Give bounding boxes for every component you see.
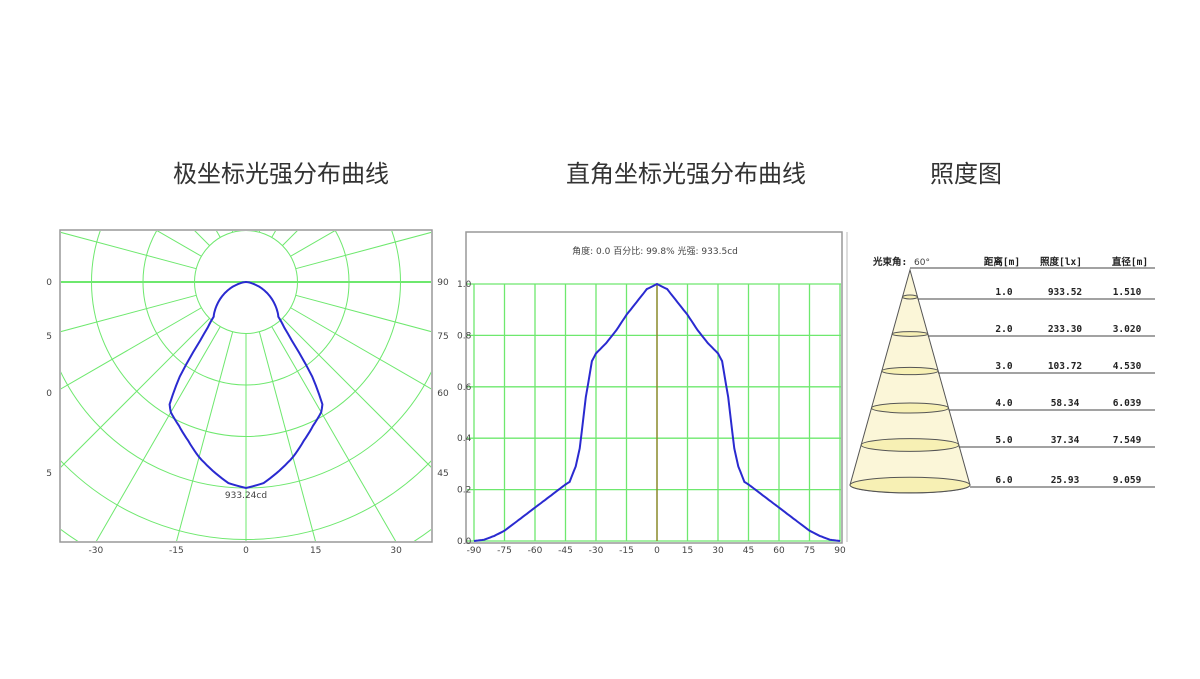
polar-spoke [61,307,202,390]
table-column-header: 距离[m] [984,256,1020,268]
table-cell: 7.549 [1113,435,1142,446]
table-column-header: 照度[lx] [1040,256,1082,268]
cartesian-x-tick: 60 [773,546,785,556]
polar-right-tick: 90 [437,278,449,288]
polar-max-label: 933.24cd [225,491,267,501]
cartesian-x-tick: -15 [619,546,634,556]
table-cell: 4.530 [1113,361,1142,372]
beam-angle-label: 光束角: [872,256,907,268]
polar-spoke [271,231,277,238]
polar-spoke [271,326,397,541]
polar-bottom-tick: 0 [243,546,249,556]
cartesian-y-tick: 0.0 [457,537,472,547]
polar-bottom-tick: 15 [310,546,321,556]
cartesian-x-tick: -75 [497,546,512,556]
polar-left-tick: 5 [46,332,52,342]
cartesian-x-tick: -45 [558,546,573,556]
polar-left-tick: 0 [46,278,52,288]
polar-spoke [95,326,221,541]
polar-spoke [61,318,210,468]
cartesian-x-tick: 75 [804,546,815,556]
polar-spoke [231,231,234,233]
illuminance-ring [901,294,919,300]
cartesian-x-tick: 45 [743,546,754,556]
table-cell: 933.52 [1048,287,1082,298]
polar-left-tick: 0 [46,389,52,399]
polar-spoke [156,231,202,257]
polar-spoke [282,318,431,468]
illuminance-ring [891,331,929,337]
polar-spoke [295,294,431,333]
table-cell: 233.30 [1048,324,1083,335]
cartesian-x-tick: 15 [682,546,693,556]
table-column-header: 直径[m] [1112,256,1148,268]
cartesian-plot-frame [465,231,843,544]
illuminance-ring [849,476,971,494]
cartesian-x-tick: -90 [467,546,482,556]
polar-spoke [215,231,221,238]
table-cell: 5.0 [995,435,1012,446]
table-cell: 58.34 [1051,398,1080,409]
cartesian-y-tick: 0.8 [457,331,472,341]
table-cell: 9.059 [1113,475,1142,486]
table-cell: 1.510 [1113,287,1142,298]
table-cell: 2.0 [995,324,1012,335]
polar-spoke [282,231,298,246]
table-cell: 37.34 [1051,435,1080,446]
polar-spoke [290,231,336,257]
cartesian-y-tick: 0.2 [457,486,471,496]
table-cell: 25.93 [1051,475,1080,486]
polar-left-tick: 5 [46,469,52,479]
light-cone [849,268,971,494]
polar-spoke [176,331,234,541]
polar-spoke [295,231,431,270]
cartesian-y-tick: 1.0 [457,280,472,290]
polar-spoke [61,294,197,333]
illuminance-ring [870,402,950,414]
table-cell: 103.72 [1048,361,1082,372]
table-cell: 3.0 [995,361,1012,372]
polar-bottom-tick: 30 [390,546,402,556]
cartesian-y-tick: 0.6 [457,383,472,393]
polar-spoke [258,331,316,541]
illuminance-divider [846,232,848,542]
polar-right-tick: 60 [437,389,449,399]
cartesian-x-tick: 90 [834,546,846,556]
cartesian-header: 角度: 0.0 百分比: 99.8% 光强: 933.5cd [572,245,738,257]
beam-angle-value: 60° [914,258,930,268]
polar-spoke [61,231,197,270]
table-cell: 6.0 [995,475,1012,486]
polar-intensity-curve [168,281,324,490]
polar-chart-title: 极坐标光强分布曲线 [173,160,389,188]
table-cell: 6.039 [1113,398,1142,409]
table-cell: 3.020 [1113,324,1142,335]
cartesian-x-tick: -60 [528,546,543,556]
polar-bottom-tick: -15 [169,546,184,556]
illuminance-ring [881,366,939,376]
polar-spoke [258,231,261,233]
table-cell: 4.0 [995,398,1012,409]
cartesian-y-tick: 0.4 [457,434,472,444]
polar-bottom-tick: -30 [89,546,104,556]
cartesian-x-tick: 30 [712,546,724,556]
polar-right-tick: 75 [437,332,448,342]
illuminance-ring [860,438,960,452]
cartesian-x-tick: 0 [654,546,660,556]
polar-spoke [290,307,431,390]
illuminance-chart-title: 照度图 [930,160,1002,188]
polar-spoke [194,231,210,246]
cartesian-intensity-curve [473,282,841,542]
table-cell: 1.0 [995,287,1012,298]
cartesian-chart-title: 直角坐标光强分布曲线 [566,160,806,188]
polar-right-tick: 45 [437,469,448,479]
cartesian-x-tick: -30 [589,546,604,556]
